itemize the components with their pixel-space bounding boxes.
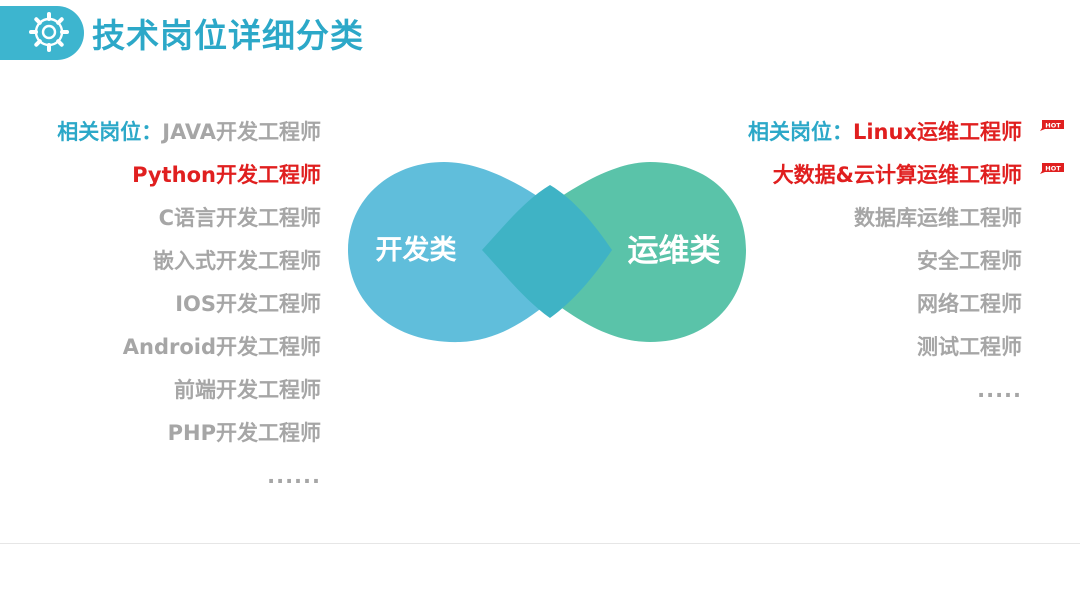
- job-java: JAVA开发工程师: [162, 120, 321, 144]
- list-item: C语言开发工程师: [159, 199, 321, 242]
- infinity-diagram: 开发类 运维类: [348, 162, 746, 343]
- list-item: 前端开发工程师: [174, 371, 321, 414]
- list-item: .....: [977, 371, 1022, 414]
- list-item: 测试工程师: [917, 328, 1022, 371]
- job-security: 安全工程师: [917, 249, 1022, 273]
- list-item: PHP开发工程师: [168, 414, 321, 457]
- related-jobs-label: 相关岗位：: [57, 120, 163, 144]
- hot-badge-icon: HOT: [1040, 120, 1064, 131]
- ellipsis: .....: [977, 378, 1022, 402]
- list-item: 相关岗位：JAVA开发工程师: [57, 113, 321, 156]
- dev-job-list: 相关岗位：JAVA开发工程师 Python开发工程师 C语言开发工程师 嵌入式开…: [57, 113, 321, 500]
- list-item: 安全工程师: [917, 242, 1022, 285]
- list-item: 嵌入式开发工程师: [153, 242, 321, 285]
- job-ios: IOS开发工程师: [175, 292, 321, 316]
- list-item: IOS开发工程师: [175, 285, 321, 328]
- job-python: Python开发工程师: [132, 163, 321, 187]
- bottom-divider: [0, 543, 1080, 544]
- job-testing: 测试工程师: [917, 335, 1022, 359]
- page-title: 技术岗位详细分类: [92, 16, 364, 55]
- list-item: 网络工程师: [917, 285, 1022, 328]
- ellipsis: ......: [267, 464, 321, 488]
- job-frontend: 前端开发工程师: [174, 378, 321, 402]
- ops-label: 运维类: [628, 233, 721, 269]
- hot-badge-text: HOT: [1045, 165, 1061, 173]
- job-bigdata-cloud-ops: 大数据&云计算运维工程师: [772, 163, 1022, 187]
- list-item: 数据库运维工程师: [854, 199, 1022, 242]
- job-embedded: 嵌入式开发工程师: [153, 249, 321, 273]
- job-db-ops: 数据库运维工程师: [854, 206, 1022, 230]
- job-linux-ops: Linux运维工程师: [852, 120, 1022, 144]
- list-item: 大数据&云计算运维工程师 HOT: [772, 156, 1064, 199]
- list-item: Python开发工程师: [132, 156, 321, 199]
- related-jobs-label: 相关岗位：: [747, 120, 853, 144]
- list-item: ......: [267, 457, 321, 500]
- gear-icon: [29, 12, 69, 52]
- job-c: C语言开发工程师: [158, 206, 321, 230]
- list-item: Android开发工程师: [123, 328, 321, 371]
- job-network: 网络工程师: [917, 292, 1022, 316]
- hot-badge-icon: HOT: [1040, 163, 1064, 174]
- overlap-region: [482, 185, 612, 318]
- ops-job-list: 相关岗位：Linux运维工程师 HOT 大数据&云计算运维工程师 HOT 数据库…: [747, 113, 1064, 414]
- hot-badge-text: HOT: [1045, 122, 1061, 130]
- list-item: 相关岗位：Linux运维工程师 HOT: [747, 113, 1064, 156]
- job-php: PHP开发工程师: [167, 421, 321, 445]
- job-android: Android开发工程师: [122, 335, 321, 359]
- dev-label: 开发类: [376, 234, 457, 266]
